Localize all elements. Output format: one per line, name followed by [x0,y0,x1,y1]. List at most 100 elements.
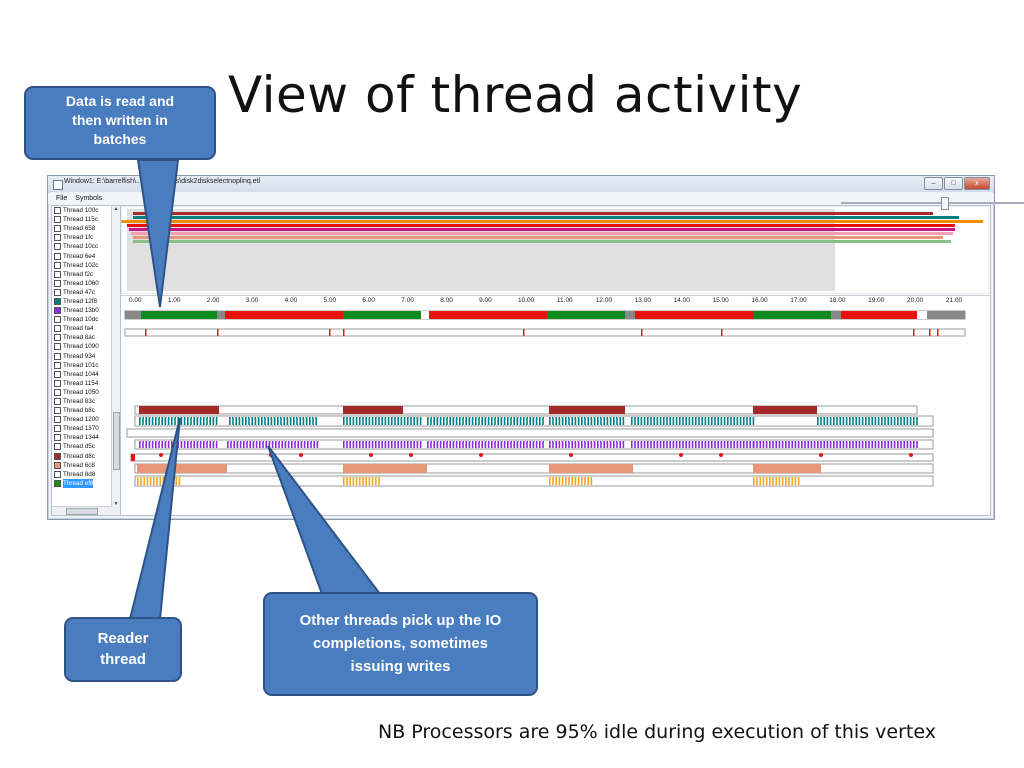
thread-row[interactable]: Thread f2c [54,270,108,279]
thread-checkbox[interactable] [54,434,61,442]
horizontal-scrollbar[interactable] [52,506,112,515]
maximize-button[interactable]: □ [944,177,963,190]
thread-checkbox[interactable] [54,234,61,242]
thread-checkbox[interactable] [54,416,61,424]
thread-row[interactable]: Thread d8c [54,452,108,461]
thread-checkbox[interactable] [54,398,61,406]
menu-file[interactable]: File [56,195,68,202]
thread-row[interactable]: Thread 1060 [54,279,108,288]
thread-checkbox[interactable] [54,325,61,333]
thread-checkbox[interactable] [54,279,61,287]
thread-row[interactable]: Thread ef8 [54,478,108,488]
minimize-button[interactable]: – [924,177,943,190]
activity-tick [584,477,586,485]
thread-checkbox[interactable] [54,334,61,342]
vertical-scrollbar[interactable]: ▲ ▼ [111,206,120,515]
thread-row[interactable]: Thread 101c [54,361,108,370]
activity-tick [155,441,157,448]
thread-row[interactable]: Thread 1370 [54,424,108,433]
thread-row[interactable]: Thread 102c [54,261,108,270]
thread-checkbox[interactable] [54,261,61,269]
activity-tick [653,417,655,425]
activity-tick [484,441,487,448]
thread-row[interactable]: Thread 1050 [54,388,108,397]
thread-row[interactable]: Thread 934 [54,352,108,361]
activity-tick [759,441,761,448]
zoom-slider-track[interactable] [841,202,1024,204]
zoom-slider-thumb[interactable] [941,197,949,210]
thread-row[interactable]: Thread 115c [54,215,108,224]
thread-checkbox[interactable] [54,297,61,305]
hscrollbar-thumb[interactable] [66,508,98,515]
thread-row[interactable]: Thread b8c [54,406,108,415]
thread-checkbox[interactable] [54,407,61,415]
thread-checkbox[interactable] [54,288,61,296]
thread-checkbox[interactable] [54,370,61,378]
activity-tick [212,417,215,425]
thread-row[interactable]: Thread 1344 [54,433,108,442]
thread-row[interactable]: Thread 8ac [54,333,108,342]
thread-row[interactable]: Thread 83c [54,397,108,406]
scroll-down-icon[interactable]: ▼ [113,501,119,507]
thread-checkbox[interactable] [54,316,61,324]
activity-tick [622,417,625,425]
thread-row[interactable]: Thread 1154 [54,379,108,388]
activity-tick [762,441,765,448]
overview-pane[interactable] [121,197,1024,294]
thread-checkbox[interactable] [54,352,61,360]
thread-row[interactable]: Thread 10cc [54,242,108,251]
activity-tick [300,441,303,448]
thread-checkbox[interactable] [54,270,61,278]
activity-tick [810,441,813,448]
thread-row[interactable]: Thread 1fc [54,233,108,242]
thread-checkbox[interactable] [54,307,61,315]
thread-row[interactable]: Thread 13b0 [54,306,108,315]
thread-row[interactable]: Thread 100c [54,206,108,215]
thread-row[interactable]: Thread 6e4 [54,251,108,260]
activity-tick [791,441,793,448]
thread-row[interactable]: Thread d5c [54,442,108,451]
thread-checkbox[interactable] [54,207,61,215]
thread-row[interactable]: Thread 47c [54,288,108,297]
activity-tick [765,441,768,448]
thread-checkbox[interactable] [54,425,61,433]
thread-row[interactable]: Thread 10dc [54,315,108,324]
thread-checkbox[interactable] [54,225,61,233]
thread-row[interactable]: Thread fa4 [54,324,108,333]
thread-checkbox[interactable] [54,243,61,251]
close-button[interactable]: x [964,177,990,190]
activity-tick [749,441,751,448]
event-marker [145,329,147,336]
thread-row[interactable]: Thread 1044 [54,370,108,379]
thread-row[interactable]: Thread 658 [54,224,108,233]
activity-tick [555,441,557,448]
thread-checkbox[interactable] [54,216,61,224]
thread-label: Thread 658 [63,225,96,233]
thread-checkbox[interactable] [54,379,61,387]
activity-tick [587,477,589,485]
thread-checkbox[interactable] [54,361,61,369]
thread-row[interactable]: Thread 12f8 [54,297,108,306]
thread-checkbox[interactable] [54,252,61,260]
thread-checkbox[interactable] [54,443,61,451]
thread-row[interactable]: Thread 1090 [54,342,108,351]
activity-tick [315,417,317,425]
scroll-up-icon[interactable]: ▲ [113,206,119,212]
thread-checkbox[interactable] [54,343,61,351]
thread-row[interactable]: Thread 1200 [54,415,108,424]
thread-checkbox[interactable] [54,479,61,487]
thread-checkbox[interactable] [54,461,61,469]
thread-row[interactable]: Thread 6c8 [54,461,108,470]
thread-checkbox[interactable] [54,452,61,460]
window-titlebar[interactable]: Window1: E:\barrelfish\... \wetl\traces\… [48,176,994,192]
overview-chart [121,206,989,294]
thread-checkbox[interactable] [54,470,61,478]
thread-checkbox[interactable] [54,388,61,396]
thread-row[interactable]: Thread 8d8 [54,470,108,479]
scrollbar-thumb[interactable] [113,412,120,470]
activity-tick [171,417,173,425]
activity-tick [672,441,675,448]
menu-symbols[interactable]: Symbols [75,195,103,202]
activity-tick [714,417,716,425]
